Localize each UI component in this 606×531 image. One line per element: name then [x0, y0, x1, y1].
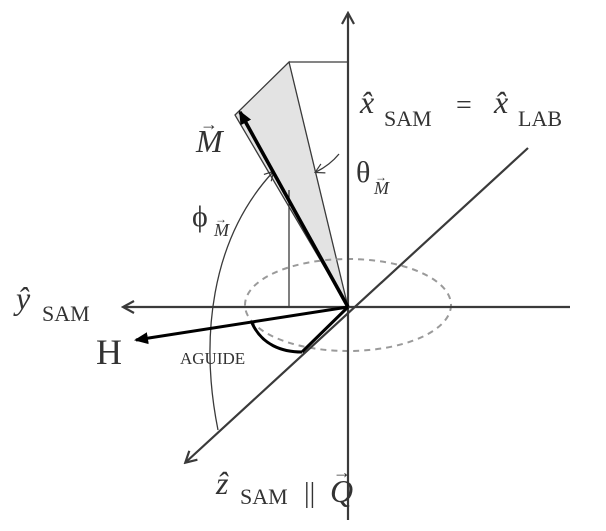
phi-subscript-arrow: → — [215, 212, 227, 226]
m-label-arrow: → — [200, 114, 218, 134]
x-lab-subscript: LAB — [518, 106, 562, 131]
z-sam-axis — [186, 147, 529, 462]
y-sam-subscript: SAM — [42, 301, 90, 326]
equals-sign: = — [456, 90, 472, 121]
magnetization-vector — [238, 110, 350, 308]
z-sam-subscript: SAM — [240, 484, 288, 509]
q-label: Q — [330, 473, 353, 509]
magnetization-plane — [234, 60, 349, 308]
m-label: M — [195, 123, 225, 159]
phi-subscript: M — [213, 220, 230, 240]
x-sam-label: x̂ — [359, 84, 374, 120]
phi-arc — [209, 170, 275, 431]
field-vector-h — [134, 305, 349, 345]
x-lab-label: x̂ — [493, 84, 508, 120]
x-sam-subscript: SAM — [384, 106, 432, 131]
phi-label: ϕ — [192, 200, 208, 233]
parallel-symbol: || — [304, 478, 315, 509]
aguide-segment — [300, 305, 350, 354]
theta-label: θ — [356, 156, 370, 189]
aguide-label: AGUIDE — [180, 349, 245, 368]
y-sam-label: ŷ — [13, 280, 31, 316]
theta-arc — [314, 153, 340, 174]
h-label: H — [96, 332, 122, 372]
theta-subscript: M — [373, 178, 390, 198]
q-label-arrow: → — [333, 462, 351, 482]
z-sam-label: ẑ — [215, 465, 229, 501]
theta-subscript-arrow: → — [375, 170, 387, 184]
aguide-arc — [250, 322, 303, 354]
